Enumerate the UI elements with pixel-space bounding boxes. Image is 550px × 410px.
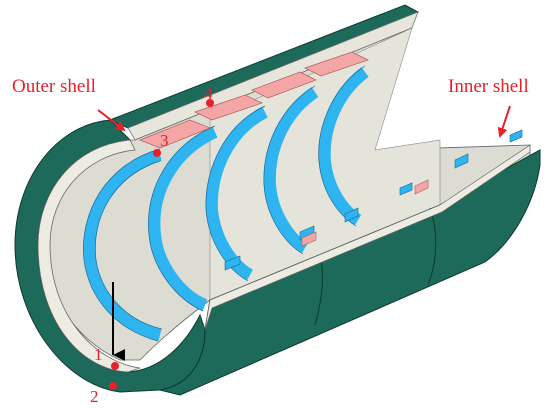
outer-shell-arrow [97,109,126,132]
inner-shell-lower-edge [204,144,531,331]
inner-shell-arrow [497,105,511,138]
point-4-label: 4 [204,84,213,103]
outer-shell-label: Outer shell [12,76,96,97]
top-pads [139,51,369,149]
pad-3 [251,71,317,99]
inner-shell-label: Inner shell [448,76,529,97]
pad-4 [304,51,369,77]
outer-shell-lower-half [159,149,541,396]
point-2-marker [109,382,117,390]
ring-stiffener-4 [263,87,319,254]
bottom-pink-tabs [301,179,429,247]
point-1-label: 1 [94,345,103,364]
ring-stiffener-1 [83,149,162,341]
inner-shell-end-ring [37,139,141,373]
pad-2 [194,94,263,121]
ring-stiffener-5 [318,67,369,226]
bottom-tabs [224,129,523,271]
point-1-marker [111,362,119,370]
point-3-label: 3 [160,131,169,150]
ring-stiffener-2 [148,126,218,311]
point-4-marker [206,99,214,107]
pad-1 [139,119,211,149]
point-3-marker [153,149,161,157]
point-2-label: 2 [90,387,99,406]
